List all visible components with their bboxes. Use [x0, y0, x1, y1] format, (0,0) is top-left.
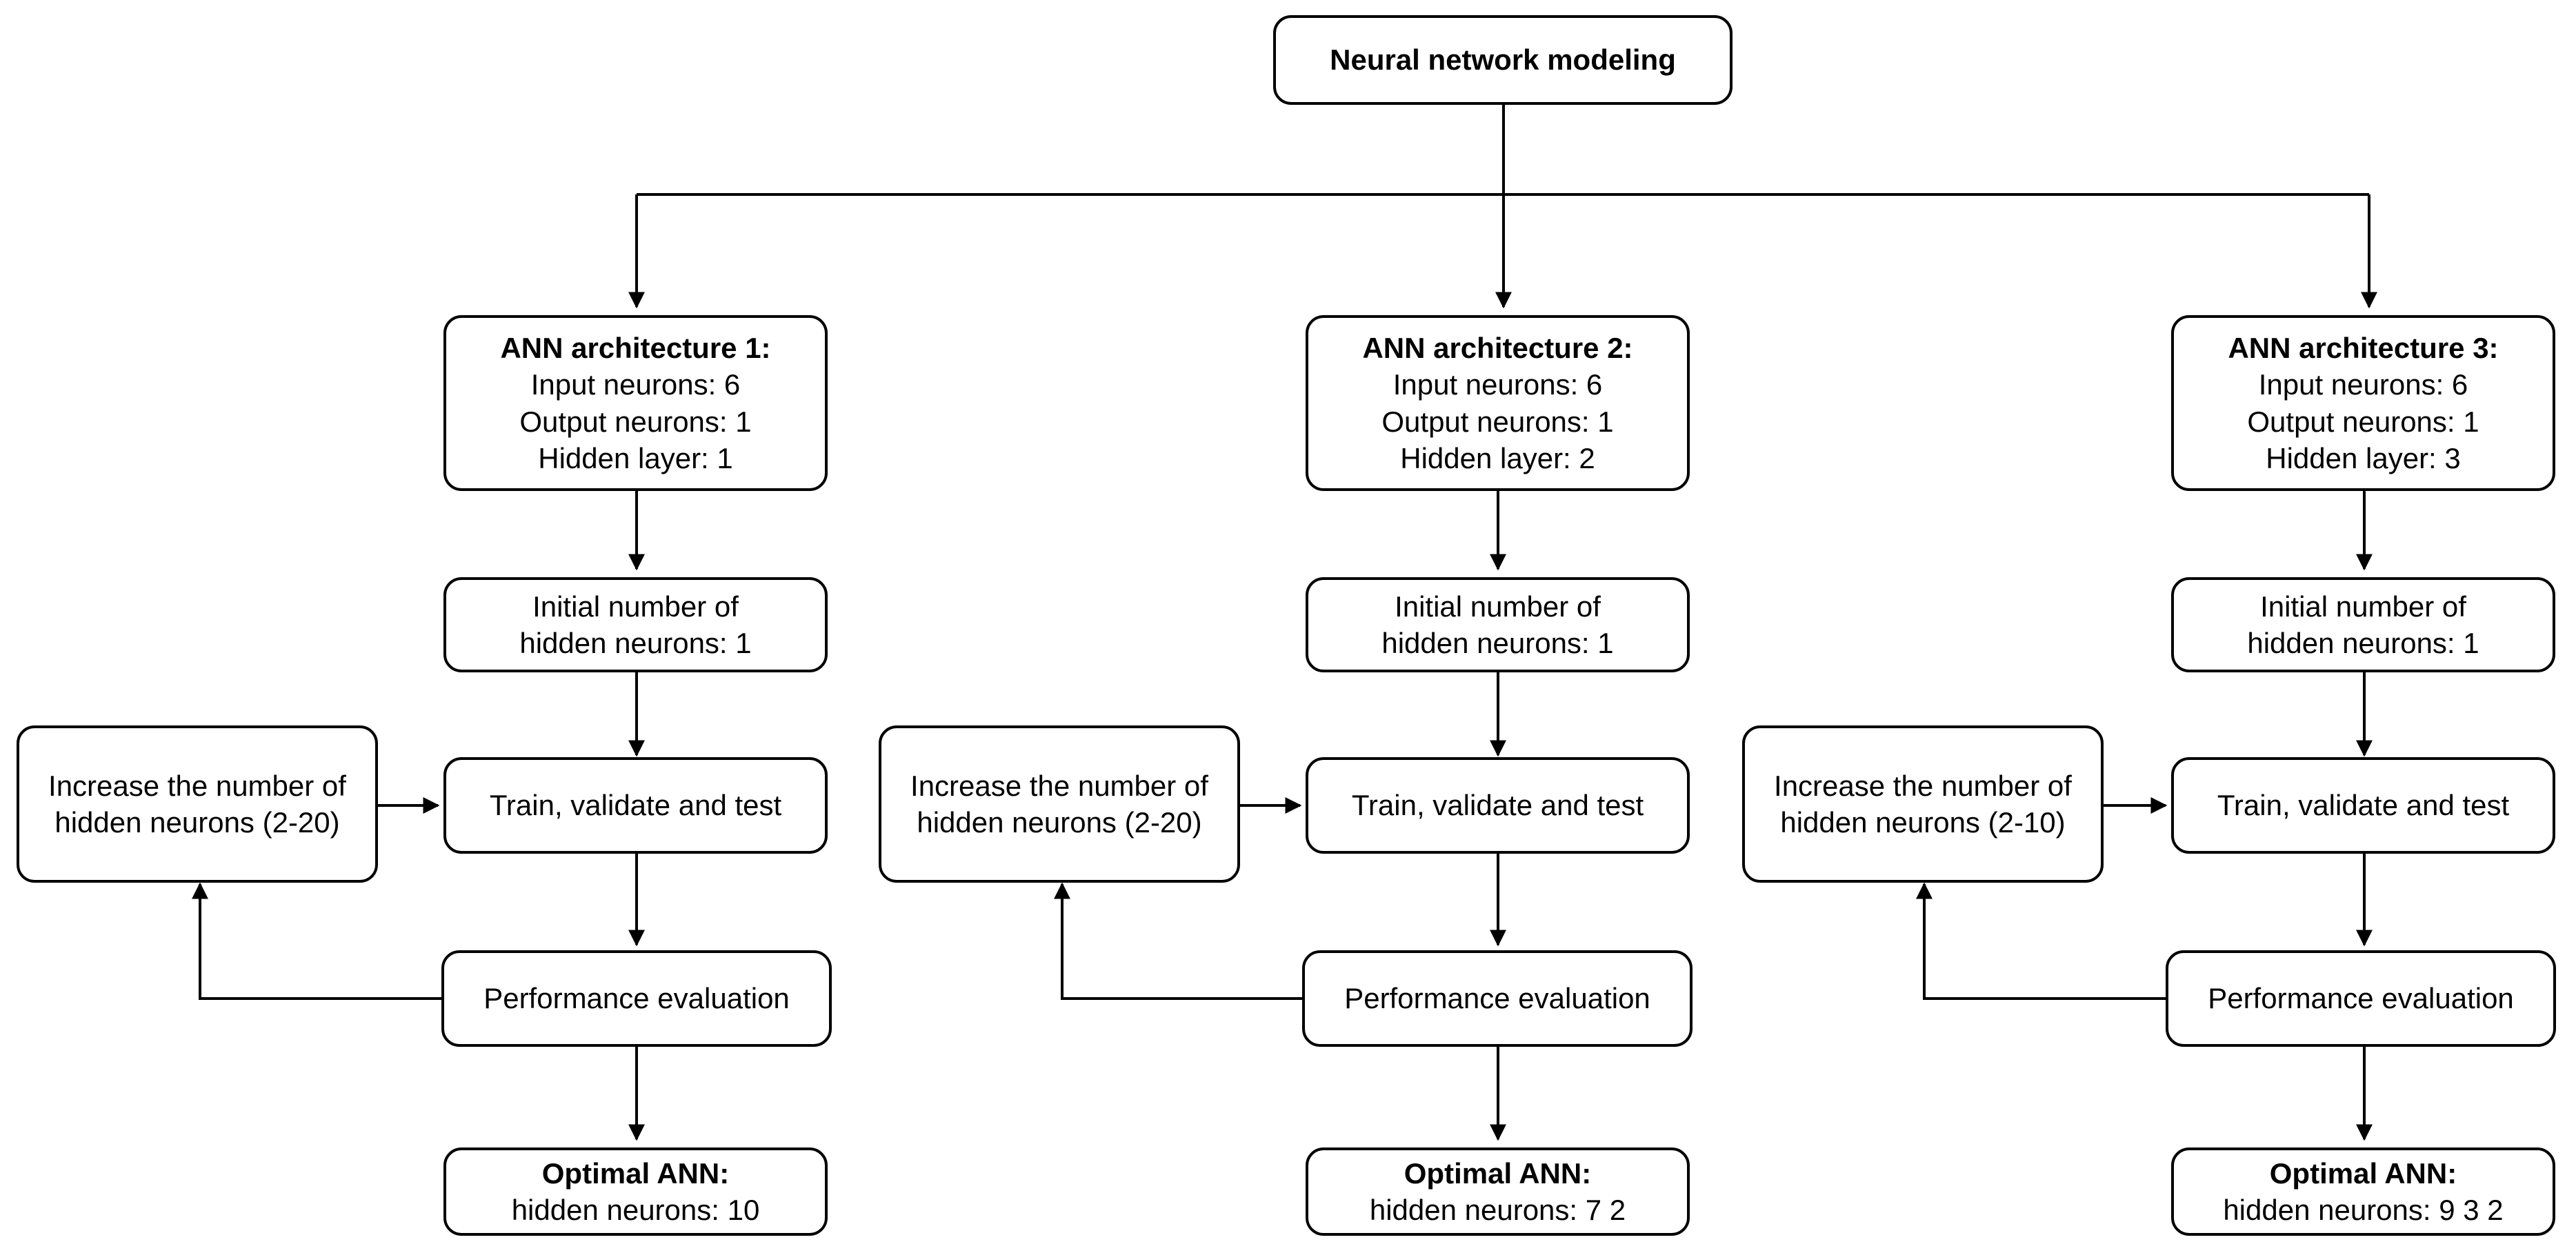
train-validate-test-text-2: Train, validate and test: [1351, 789, 1644, 822]
architecture-node-1: ANN architecture 1: Input neurons: 6 Out…: [443, 315, 828, 491]
architecture-title-2: ANN architecture 2:: [1362, 331, 1633, 364]
train-validate-test-text-3: Train, validate and test: [2217, 789, 2510, 822]
optimal-ann-node-2: Optimal ANN: hidden neurons: 7 2: [1306, 1147, 1690, 1236]
initial-hidden-neurons-text-2: Initial number of hidden neurons: 1: [1381, 590, 1614, 659]
performance-evaluation-node-1: Performance evaluation: [441, 950, 832, 1047]
architecture-hidden-layer-2: Hidden layer: 2: [1400, 441, 1595, 474]
root-title: Neural network modeling: [1330, 43, 1676, 77]
connector-evaluation-to-increase-1: [192, 882, 441, 1000]
increase-hidden-neurons-node-3: Increase the number of hidden neurons (2…: [1742, 725, 2104, 883]
optimal-ann-node-3: Optimal ANN: hidden neurons: 9 3 2: [2171, 1147, 2555, 1236]
performance-evaluation-node-3: Performance evaluation: [2166, 950, 2556, 1047]
architecture-output-1: Output neurons: 1: [519, 405, 752, 438]
train-validate-test-text-1: Train, validate and test: [489, 789, 782, 822]
initial-hidden-neurons-node-3: Initial number of hidden neurons: 1: [2171, 577, 2555, 672]
train-validate-test-node-2: Train, validate and test: [1306, 757, 1690, 854]
architecture-hidden-layer-3: Hidden layer: 3: [2266, 441, 2461, 474]
architecture-title-1: ANN architecture 1:: [500, 331, 771, 364]
optimal-ann-title-3: Optimal ANN:: [2269, 1156, 2457, 1190]
increase-hidden-neurons-text-1: Increase the number of hidden neurons (2…: [48, 769, 346, 839]
optimal-ann-title-2: Optimal ANN:: [1404, 1156, 1592, 1190]
architecture-hidden-layer-1: Hidden layer: 1: [538, 441, 733, 474]
architecture-input-2: Input neurons: 6: [1392, 368, 1603, 401]
optimal-ann-detail-2: hidden neurons: 7 2: [1369, 1194, 1626, 1226]
train-validate-test-node-3: Train, validate and test: [2171, 757, 2555, 854]
architecture-output-2: Output neurons: 1: [1381, 405, 1614, 438]
train-validate-test-node-1: Train, validate and test: [443, 757, 828, 854]
increase-hidden-neurons-node-1: Increase the number of hidden neurons (2…: [17, 725, 378, 883]
optimal-ann-title-1: Optimal ANN:: [541, 1156, 730, 1190]
performance-evaluation-text-1: Performance evaluation: [483, 982, 790, 1015]
initial-hidden-neurons-node-1: Initial number of hidden neurons: 1: [443, 577, 828, 672]
architecture-output-3: Output neurons: 1: [2247, 405, 2479, 438]
increase-hidden-neurons-text-3: Increase the number of hidden neurons (2…: [1774, 769, 2072, 839]
architecture-node-2: ANN architecture 2: Input neurons: 6 Out…: [1306, 315, 1690, 491]
root-node: Neural network modeling: [1273, 15, 1733, 105]
performance-evaluation-node-2: Performance evaluation: [1302, 950, 1693, 1047]
optimal-ann-detail-1: hidden neurons: 10: [511, 1194, 760, 1226]
architecture-node-3: ANN architecture 3: Input neurons: 6 Out…: [2171, 315, 2555, 491]
initial-hidden-neurons-node-2: Initial number of hidden neurons: 1: [1306, 577, 1690, 672]
initial-hidden-neurons-text-1: Initial number of hidden neurons: 1: [519, 590, 752, 659]
performance-evaluation-text-3: Performance evaluation: [2208, 982, 2514, 1015]
optimal-ann-detail-3: hidden neurons: 9 3 2: [2223, 1194, 2504, 1226]
optimal-ann-node-1: Optimal ANN: hidden neurons: 10: [443, 1147, 828, 1236]
architecture-title-3: ANN architecture 3:: [2228, 331, 2499, 364]
increase-hidden-neurons-text-2: Increase the number of hidden neurons (2…: [910, 769, 1208, 839]
connector-evaluation-to-increase-2: [1054, 882, 1302, 1000]
connector-evaluation-to-increase-3: [1916, 882, 2166, 1000]
increase-hidden-neurons-node-2: Increase the number of hidden neurons (2…: [879, 725, 1240, 883]
initial-hidden-neurons-text-3: Initial number of hidden neurons: 1: [2247, 590, 2479, 659]
architecture-input-1: Input neurons: 6: [530, 368, 741, 401]
architecture-input-3: Input neurons: 6: [2258, 368, 2468, 401]
performance-evaluation-text-2: Performance evaluation: [1344, 982, 1650, 1015]
